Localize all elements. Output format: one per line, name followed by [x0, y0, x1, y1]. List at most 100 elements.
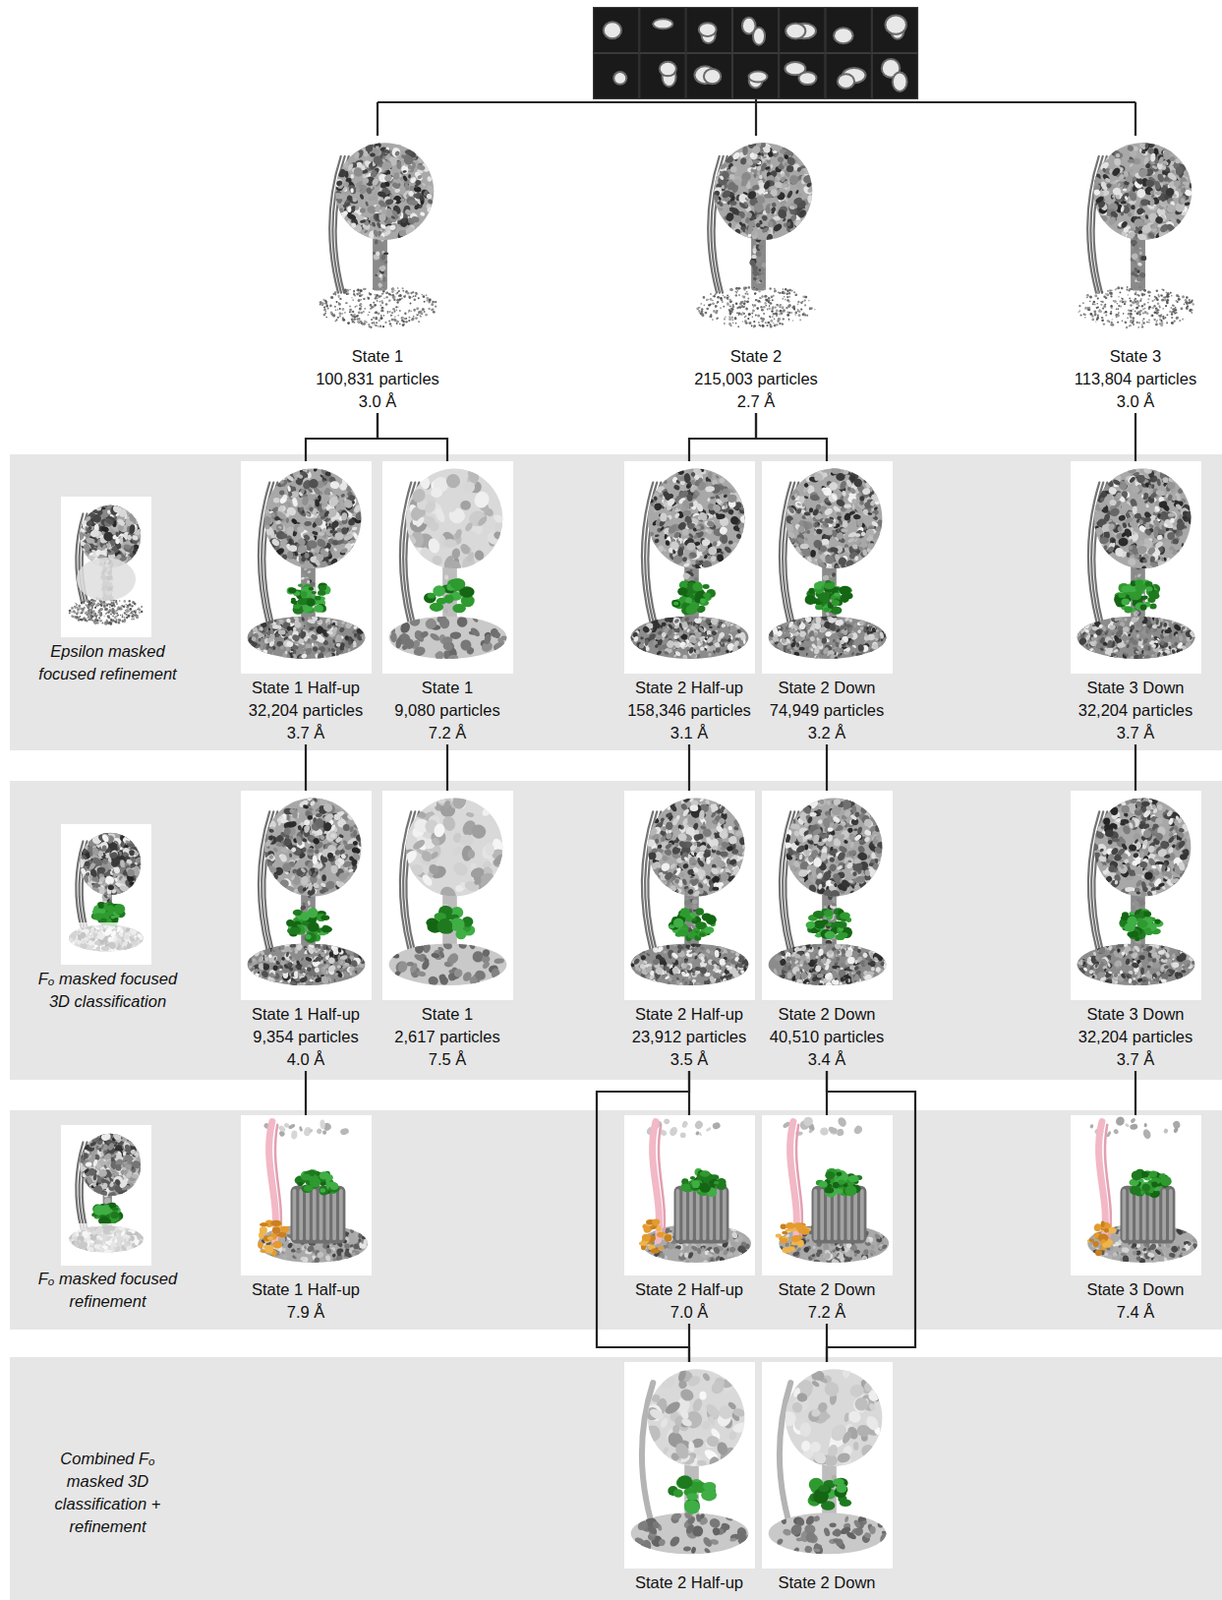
membrane-dot [116, 608, 119, 611]
membrane-dot [122, 616, 125, 619]
density-blob [83, 860, 91, 868]
membrane-dot [130, 610, 133, 613]
density-blob [113, 1130, 123, 1142]
membrane-dot [76, 611, 79, 614]
membrane-dot [92, 603, 95, 606]
epsilon-density [107, 909, 114, 916]
density-blob [91, 885, 101, 893]
density-blob [98, 872, 108, 882]
membrane-dot [129, 605, 132, 608]
membrane-dot [124, 619, 127, 622]
density-blob [135, 858, 144, 865]
membrane-dot [118, 599, 121, 602]
membrane-dot [140, 610, 143, 613]
density-blob [81, 847, 87, 853]
density-blob [81, 1142, 89, 1151]
density-blob [97, 867, 107, 873]
membrane-dot [78, 616, 80, 618]
membrane-dot [135, 615, 139, 619]
density-blob [128, 879, 136, 890]
epsilon-density [110, 915, 116, 920]
membrane-dot [129, 607, 133, 611]
membrane-dot [94, 621, 98, 625]
density-blob [91, 845, 101, 856]
membrane-dot [110, 618, 114, 622]
membrane-dot [109, 605, 112, 608]
step-band [9, 454, 1222, 751]
membrane-dot [89, 601, 93, 605]
membrane-dot [73, 616, 76, 619]
membrane-dot [95, 616, 98, 619]
membrane-dot [112, 610, 116, 614]
membrane-dot [121, 615, 124, 618]
density-blob [116, 517, 126, 526]
membrane-dot [78, 606, 82, 610]
icon-panel [60, 1124, 152, 1266]
density-blob [81, 853, 89, 861]
membrane-dot [115, 600, 117, 603]
membrane-dot [84, 611, 88, 615]
membrane-dot [99, 619, 102, 622]
membrane-dot [70, 606, 74, 610]
membrane-dot [75, 603, 78, 606]
membrane-dot [109, 608, 113, 612]
membrane-dot [115, 615, 117, 618]
membrane-dot [125, 613, 128, 616]
density-blob [105, 542, 111, 549]
membrane-dot [72, 610, 76, 614]
membrane-dot [106, 612, 109, 615]
membrane-dot [116, 614, 119, 617]
density-blob [91, 856, 100, 865]
density-blob [118, 883, 130, 892]
density-blob [128, 523, 136, 535]
density-blob [76, 858, 85, 869]
membrane-dot [101, 621, 104, 624]
membrane-dot [76, 610, 80, 614]
membrane-dot [80, 611, 83, 614]
density-blob [128, 511, 138, 523]
membrane-dot [132, 618, 135, 621]
icon-map [68, 501, 144, 626]
membrane-dot [137, 607, 140, 610]
density-blob [89, 851, 94, 857]
icon-panel [60, 823, 152, 965]
epsilon-density [98, 903, 105, 909]
membrane-dot [126, 605, 129, 608]
density-blob [125, 858, 133, 865]
density-blob [89, 1140, 98, 1148]
density-blob [125, 533, 133, 541]
membrane-dot [95, 618, 98, 621]
density-blob [124, 1169, 133, 1178]
density-blob [102, 857, 110, 865]
density-blob [103, 530, 114, 541]
membrane-dot [91, 615, 95, 619]
membrane-dot [86, 604, 89, 607]
membrane-dot [111, 607, 115, 611]
density-blob [101, 832, 111, 843]
membrane-dot [133, 602, 137, 606]
membrane-dot [115, 620, 118, 624]
membrane-dot [74, 606, 77, 609]
membrane-dot [73, 605, 76, 608]
membrane-dot [90, 618, 92, 620]
icon-map [64, 1128, 148, 1261]
membrane-dot [101, 619, 104, 622]
membrane-dot [68, 611, 71, 614]
membrane-dot [92, 602, 96, 606]
membrane-dot [105, 602, 108, 605]
density-blob [109, 848, 120, 860]
membrane-dot [138, 608, 142, 612]
membrane-dot [109, 609, 112, 612]
density-blob [104, 517, 116, 526]
membrane-dot [93, 599, 96, 602]
density-blob [133, 850, 141, 857]
density-blob [128, 880, 136, 887]
membrane-dot [121, 619, 125, 623]
density-blob [100, 524, 111, 533]
membrane-dot [74, 602, 76, 604]
density-blob [84, 1161, 93, 1167]
membrane-dot [82, 608, 85, 611]
density-blob [107, 884, 115, 891]
density-blob [106, 547, 113, 553]
